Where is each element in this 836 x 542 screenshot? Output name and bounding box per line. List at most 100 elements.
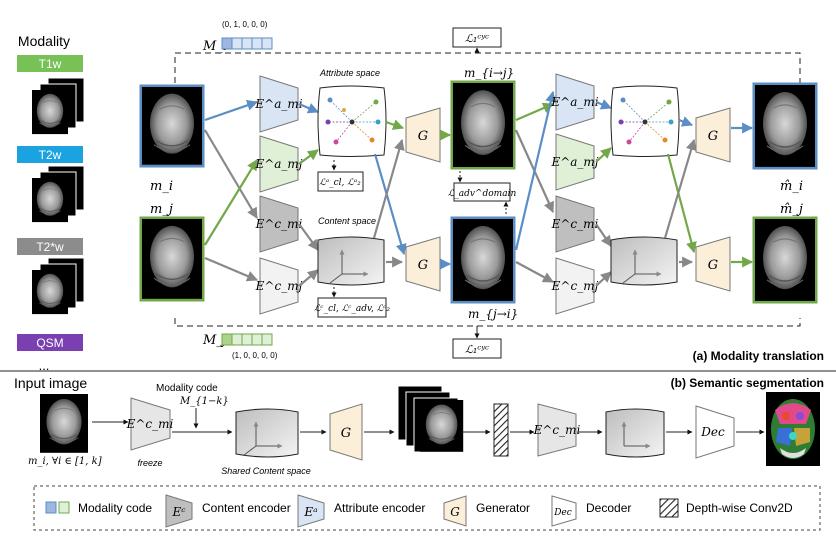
- section-title-segmentation: (b) Semantic segmentation: [671, 376, 824, 390]
- loss-cyc-bottom: ℒ₁ᶜʸᶜ: [452, 338, 502, 359]
- depthwise-conv-block: [493, 403, 509, 457]
- seg-input-caption: m_i, ∀i ∈ [1, k]: [28, 456, 102, 467]
- seg-shared-content-space: [235, 408, 299, 458]
- content-space-1: [317, 236, 385, 286]
- input-image-title: Input image: [14, 375, 87, 391]
- modality-tag-label: QSM: [36, 336, 63, 350]
- legend-generator-symbol: G: [450, 505, 460, 519]
- generator-label: G: [708, 129, 718, 144]
- seg-decoder: Dec: [695, 405, 735, 459]
- legend-attribute-encoder: Eᵃ Attribute encoder: [297, 494, 425, 528]
- generator-1-bottom: G: [405, 236, 441, 292]
- translated-image-i-to-j: [450, 80, 516, 170]
- attribute-space-2: [610, 85, 680, 157]
- legend-decoder: Dec Decoder: [551, 495, 631, 527]
- seg-input-image: [39, 393, 89, 454]
- generator-1-top: G: [405, 107, 441, 163]
- encoder-content-j-2: E^c_mj: [551, 257, 599, 315]
- encoder-content-i-label: E^c_mi: [255, 217, 303, 231]
- input-image-mj: [139, 216, 205, 302]
- modality-title: Modality: [18, 33, 70, 49]
- loss-domain: ℒ_adv^domain: [448, 182, 517, 202]
- modality-tag-t2w: T2w: [17, 146, 83, 163]
- generator-2-top: G: [695, 107, 731, 163]
- label-mj: m_j: [150, 202, 173, 217]
- encoder-attr-i-label: E^a_mi: [550, 95, 598, 109]
- legend-content-encoder-symbol: Eᶜ: [172, 505, 186, 519]
- modality-tag-label: T1w: [39, 57, 62, 71]
- segmentation-map: [766, 392, 820, 466]
- legend-decoder-symbol: Dec: [553, 508, 572, 518]
- legend-content-encoder: Eᶜ Content encoder: [165, 494, 291, 528]
- seg-encoder-2: E^c_mi: [533, 403, 581, 457]
- input-image-mi: [139, 84, 205, 168]
- generator-2-bottom: G: [695, 236, 731, 292]
- shared-content-label: Shared Content space: [221, 466, 311, 476]
- translated-image-j-to-i: [450, 216, 516, 304]
- encoder-attr-i-label: E^a_mi: [254, 97, 302, 111]
- legend-content-encoder-label: Content encoder: [202, 501, 291, 515]
- label-mi-to-j: m_{i→j}: [464, 66, 514, 80]
- stack-t2w: [31, 165, 85, 223]
- loss-content-text: ℒᶜ_cl, ℒᶜ_adv, ℒᶜ₂: [314, 304, 390, 314]
- reconstructed-image-mi: [752, 82, 818, 170]
- encoder-attr-j-2: E^a_mj: [550, 133, 599, 191]
- loss-domain-text: ℒ_adv^domain: [448, 189, 517, 199]
- seg-encoder-label: E^c_mi: [126, 417, 174, 431]
- attribute-space-1: [317, 85, 387, 157]
- loss-cyc-top: ℒ₁ᶜʸᶜ: [452, 27, 502, 48]
- seg-generator-label: G: [341, 426, 351, 441]
- encoder-content-i-label: E^c_mi: [551, 217, 599, 231]
- seg-content-space-2: [605, 408, 665, 458]
- freeze-label: freeze: [137, 458, 162, 468]
- legend-decoder-label: Decoder: [586, 501, 631, 515]
- generator-label: G: [418, 258, 428, 273]
- modality-code-label: Modality code: [156, 383, 218, 394]
- encoder-content-j-label: E^c_mj: [255, 279, 303, 293]
- code-mi-value: (0, 1, 0, 0, 0): [222, 20, 268, 29]
- label-mi-hat: m̂_i: [780, 179, 803, 194]
- encoder-attr-i-2: E^a_mi: [550, 73, 599, 131]
- encoder-attr-i: E^a_mi: [254, 75, 303, 133]
- modality-tag-label: T2*w: [36, 240, 64, 254]
- label-mi: m_i: [150, 179, 173, 194]
- code-mi-vector: [221, 37, 273, 50]
- modality-ellipsis: ...: [39, 358, 50, 373]
- loss-cyc-bottom-text: ℒ₁ᶜʸᶜ: [465, 343, 489, 356]
- code-mj-vector: [221, 333, 273, 346]
- legend-depthwise-conv: Depth-wise Conv2D: [659, 498, 793, 518]
- code-mj-value: (1, 0, 0, 0, 0): [232, 351, 278, 360]
- legend-generator: G Generator: [443, 495, 530, 527]
- legend-modality-code-label: Modality code: [78, 501, 152, 515]
- legend-attribute-encoder-label: Attribute encoder: [334, 501, 425, 515]
- modality-code-symbol: M_{1−k}: [179, 396, 229, 407]
- loss-attribute: ℒᵃ_cl, ℒᵃ₂: [317, 171, 364, 192]
- modality-tag-t1w: T1w: [17, 55, 83, 72]
- encoder-content-i: E^c_mi: [255, 195, 303, 253]
- attribute-space-label: Attribute space: [319, 68, 380, 78]
- reconstructed-image-mj: [752, 216, 818, 304]
- encoder-attr-j-label: E^a_mj: [254, 157, 302, 171]
- encoder-attr-j: E^a_mj: [254, 135, 303, 193]
- legend-modality-code: Modality code: [45, 501, 152, 515]
- code-mi-label: M_i: [202, 39, 227, 54]
- loss-cyc-top-text: ℒ₁ᶜʸᶜ: [465, 32, 489, 45]
- seg-decoder-label: Dec: [700, 425, 725, 439]
- loss-content: ℒᶜ_cl, ℒᶜ_adv, ℒᶜ₂: [314, 297, 390, 318]
- seg-encoder-2-label: E^c_mi: [533, 423, 581, 437]
- stack-t1w: [31, 77, 85, 135]
- modality-tag-label: T2w: [39, 148, 62, 162]
- seg-generated-stack: [397, 385, 464, 453]
- encoder-content-j: E^c_mj: [255, 257, 303, 315]
- generator-label: G: [708, 258, 718, 273]
- encoder-content-i-2: E^c_mi: [551, 195, 599, 253]
- legend-generator-label: Generator: [476, 501, 530, 515]
- seg-generator: G: [329, 403, 363, 461]
- modality-tag-bg: [17, 55, 83, 72]
- seg-encoder: E^c_mi: [126, 397, 174, 451]
- code-mj-label: M_j: [202, 333, 227, 348]
- section-title-translation: (a) Modality translation: [693, 349, 824, 363]
- legend-attribute-encoder-symbol: Eᵃ: [303, 505, 317, 519]
- loss-attribute-text: ℒᵃ_cl, ℒᵃ₂: [319, 178, 361, 188]
